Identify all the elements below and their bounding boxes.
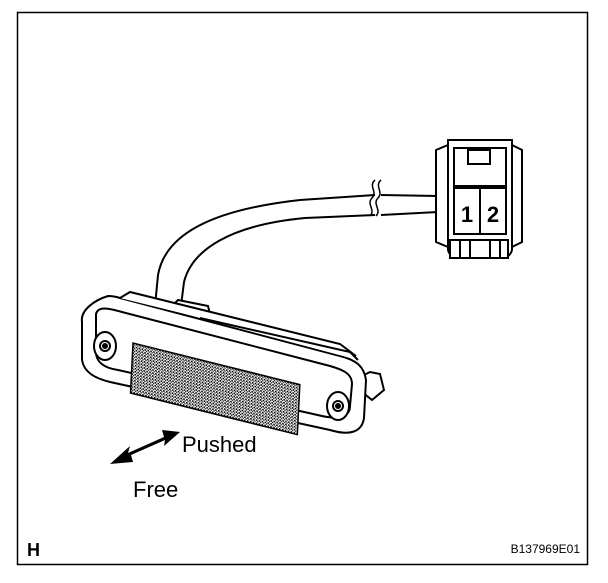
label-free: Free	[133, 477, 178, 502]
screw-hole-left	[93, 331, 117, 361]
screw-hole-right	[326, 391, 350, 421]
connector-pin-2: 2	[487, 202, 499, 227]
cable	[154, 179, 439, 307]
figure-border	[16, 11, 589, 566]
corner-code: H	[27, 540, 40, 560]
figure-id: B137969E01	[511, 542, 581, 556]
double-headed-arrow-icon	[110, 430, 180, 464]
connector	[435, 139, 523, 259]
switch-button-surface	[129, 342, 301, 436]
connector-pin-1: 1	[461, 202, 473, 227]
label-pushed: Pushed	[182, 432, 257, 457]
